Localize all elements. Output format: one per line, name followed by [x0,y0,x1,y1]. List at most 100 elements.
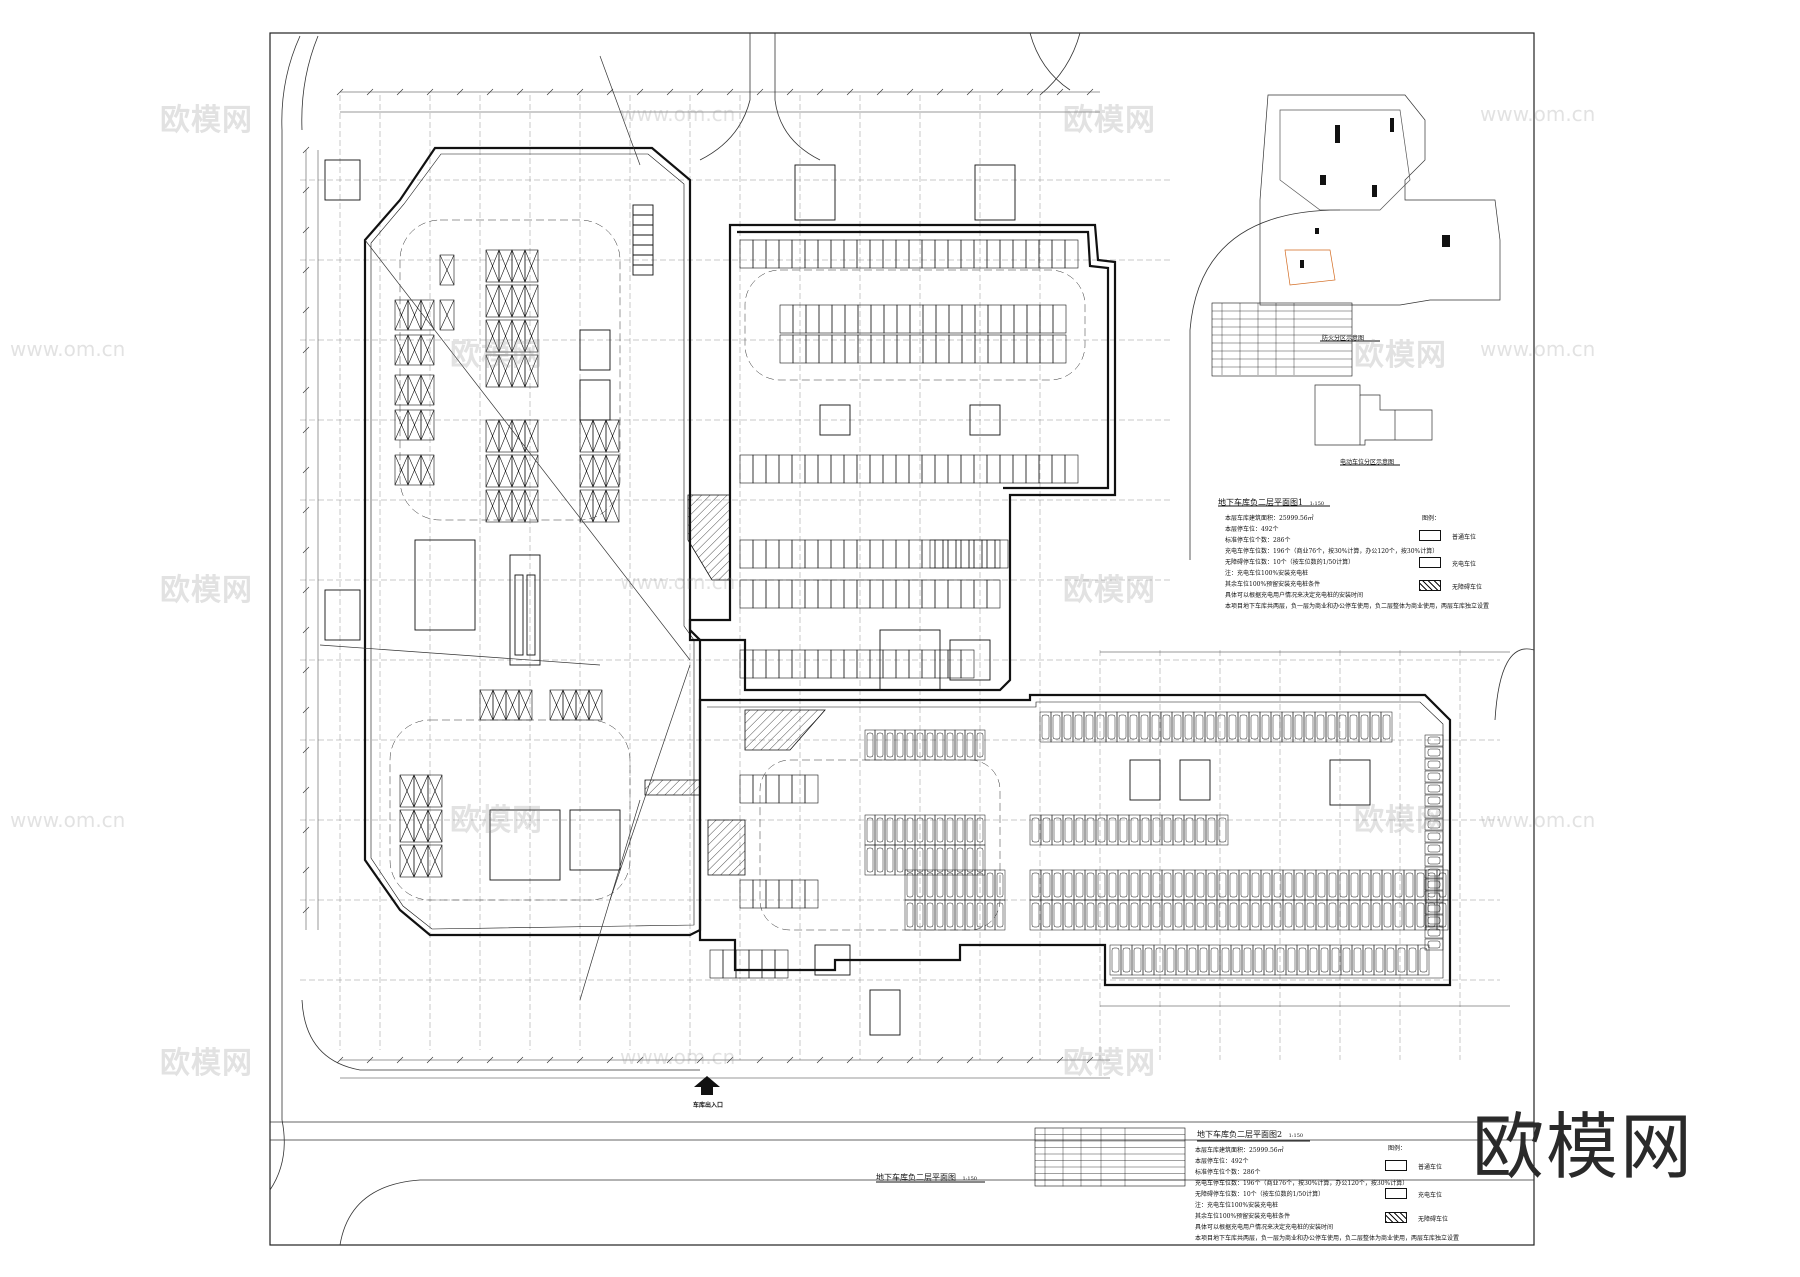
ev-stall [1084,899,1097,931]
ev-stall [1160,711,1173,743]
ev-stall [1150,869,1163,901]
parking-stall [791,879,806,909]
car-icon [916,732,924,758]
ev-stall [944,899,956,931]
legend-2-standard-stall-symbol [1385,1160,1407,1171]
ev-stall [1127,711,1140,743]
parking-stall [869,454,884,484]
car-icon [1086,872,1095,898]
ev-stall [1128,869,1141,901]
car-icon [1174,872,1183,898]
stall-cross [485,249,500,283]
car-icon [1427,868,1441,877]
ev-stall [1424,734,1444,747]
parking-stall [947,579,962,609]
car-icon [896,847,904,873]
ev-stall [1175,944,1188,976]
car-icon [946,817,954,843]
ev-stall [1417,944,1430,976]
ev-stall [934,814,946,846]
car-icon [1053,872,1062,898]
ev-stall [1373,944,1386,976]
parking-stall [994,539,1009,569]
parking-stall [739,539,754,569]
stall-cross [420,374,435,406]
car-icon [866,847,874,873]
car-icon [1152,817,1161,843]
watermark-1: 欧模网 [160,103,253,138]
parking-stall [921,239,936,269]
ramp-hatches [644,494,826,876]
ev-stall [1227,869,1240,901]
parking-stall [779,304,794,334]
ev-stall [1392,899,1405,931]
legend-2-standard-stall-label: 普通车位 [1418,1164,1443,1171]
stall-cross [524,489,539,523]
car-icon [966,732,974,758]
ev-stall [1083,711,1096,743]
ev-stall [1139,814,1152,846]
stall-cross [524,354,539,388]
parking-stall [999,239,1014,269]
parking-stall [761,949,776,979]
main-plan-scale: 1:150 [962,1176,977,1182]
parking-stall [791,774,806,804]
parking-stall [765,239,780,269]
car-icon [1306,872,1315,898]
stall-cross [498,354,513,388]
dimension-tick [816,88,824,96]
ev-stall [1314,711,1327,743]
ev-stall [1296,944,1309,976]
car-icon [956,872,964,898]
parking-stall [921,649,936,679]
ev-stall [1252,944,1265,976]
ev-stall [934,844,946,876]
stall-cross [579,489,594,523]
dimension-tick [606,1056,614,1064]
ev-stall [894,729,906,761]
ev-stall [1138,711,1151,743]
parking-stall [843,239,858,269]
car-icon [1397,947,1406,973]
car-icon [1251,902,1260,928]
watermark-3: 欧模网 [160,573,253,608]
ev-stall [1139,869,1152,901]
ev-stall [1381,869,1394,901]
car-icon [1394,902,1403,928]
parking-stall [830,539,845,569]
parking-stall [986,539,1001,569]
parking-stall [778,649,793,679]
car-icon [1382,714,1391,740]
dimension-tick [666,1056,674,1064]
parking-stall [831,304,846,334]
parking-stall [765,454,780,484]
ev-stall [994,899,1006,931]
ev-stall [874,814,886,846]
car-icon [1075,872,1084,898]
car-icon [1031,817,1040,843]
car-icon [966,847,974,873]
car-icon [1141,902,1150,928]
parking-stall [804,879,819,909]
fire-zone-marker [1442,235,1450,247]
car-icon [946,847,954,873]
fire-zone-marker [1320,175,1326,185]
note-line: 其余车位100%预留安装充电桩条件 [1195,1213,1291,1220]
dimension-tick [726,1056,734,1064]
dimension-tick [366,1056,374,1064]
parking-stall [524,419,539,453]
car-icon [1283,714,1292,740]
ev-stall [1424,794,1444,807]
parking-stall [774,949,789,979]
car-icon [1427,892,1441,901]
dimension-tick [366,88,374,96]
stall-cross [420,334,435,366]
parking-stall [869,239,884,269]
parking-stall [804,774,819,804]
parking-stall [856,239,871,269]
parking-stall [934,454,949,484]
note-line: 标准停车位个数：286个 [1195,1169,1261,1176]
parking-stall [1012,454,1027,484]
ev-stall [1161,899,1174,931]
